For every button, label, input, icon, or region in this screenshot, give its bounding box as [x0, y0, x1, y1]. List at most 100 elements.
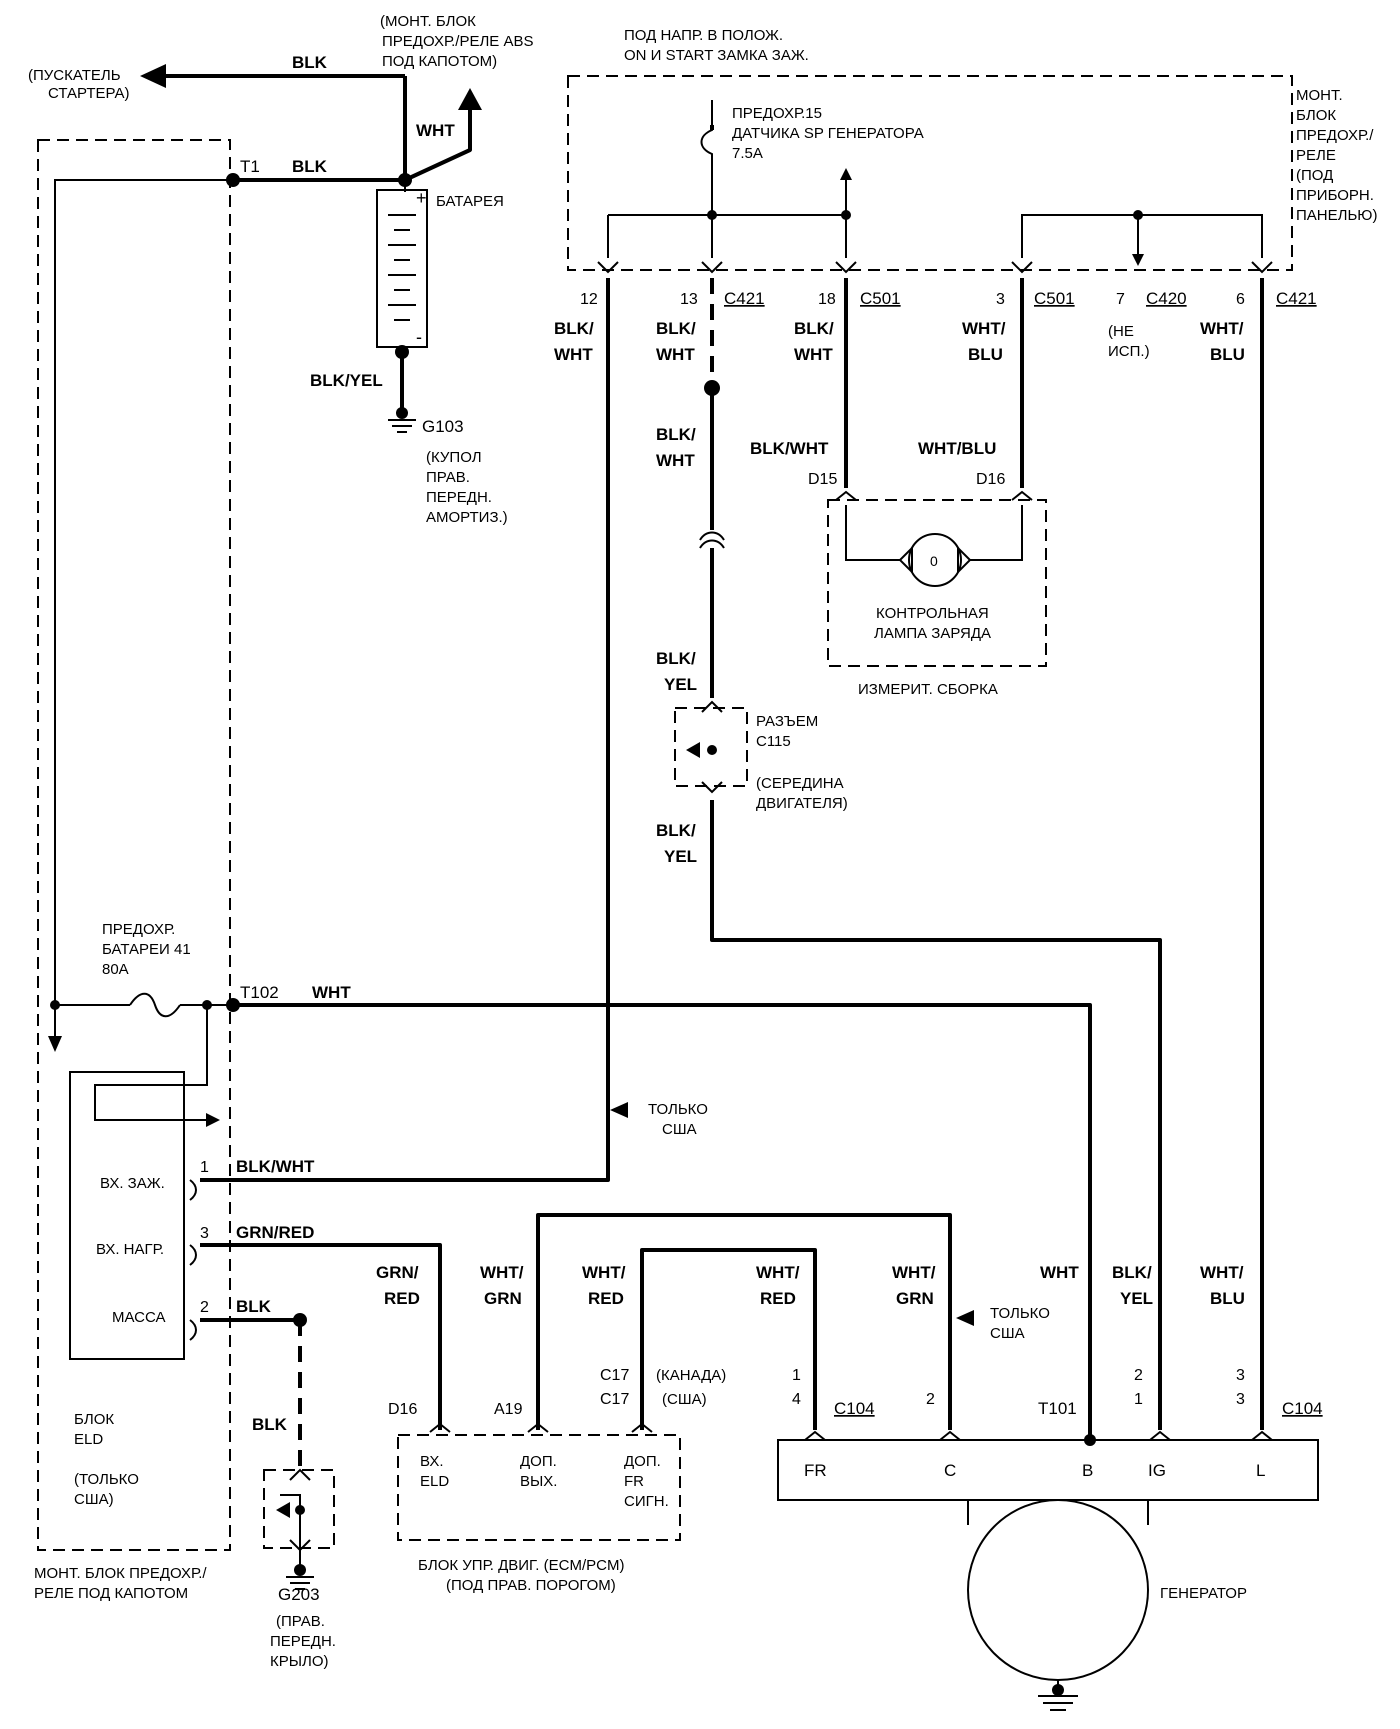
- wire-blk-yel-c: BLK/: [656, 821, 696, 840]
- charge-lamp-label-2: ЛАМПА ЗАРЯДА: [874, 625, 991, 642]
- left-arrow-icon: [956, 1310, 974, 1326]
- pin-13: 13: [680, 291, 698, 308]
- connector-c421-a: C421: [724, 289, 765, 308]
- lamp-left-lead: [845, 505, 900, 561]
- wire-wht-up: WHT: [416, 121, 455, 140]
- not-used-1: (НЕ: [1108, 323, 1134, 340]
- pin-18: 18: [818, 291, 836, 308]
- connector-c17-b: C17: [600, 1391, 629, 1408]
- alt-terminal-l: L: [1256, 1461, 1265, 1480]
- t101-label: T101: [1038, 1399, 1077, 1418]
- wire-wht-t102: WHT: [312, 983, 351, 1002]
- wire-13-mid-b: WHT: [656, 451, 695, 470]
- left-arrow-icon: [686, 742, 700, 758]
- g103-loc-1: (КУПОЛ: [426, 449, 482, 466]
- g103-loc-3: ПЕРЕДН.: [426, 489, 492, 506]
- fuse15-label-3: 7.5A: [732, 145, 763, 162]
- fuse41-label-1: ПРЕДОХР.: [102, 921, 175, 938]
- pin-12: 12: [580, 291, 598, 308]
- ign-feed-label-1: ПОД НАПР. В ПОЛОЖ.: [624, 27, 783, 44]
- ground-dot: [294, 1564, 306, 1576]
- eld-block-label-3: (ТОЛЬКО: [74, 1471, 139, 1488]
- wire-13-mid-a: BLK/: [656, 425, 696, 444]
- wire-blk-wht-gauge: BLK/WHT: [750, 439, 829, 458]
- ecm-name-1: БЛОК УПР. ДВИГ. (ECM/PCM): [418, 1557, 624, 1574]
- eld-input-load: ВХ. НАГР.: [96, 1241, 164, 1258]
- left-arrow-icon: [610, 1102, 628, 1118]
- connector-d16: D16: [976, 471, 1005, 488]
- connector-d15: D15: [808, 471, 837, 488]
- wht-grn-wire: [536, 1213, 952, 1430]
- wire-grn-red-b: RED: [384, 1289, 420, 1308]
- inline-connector: [699, 531, 725, 549]
- c115-label-2: C115: [756, 733, 791, 750]
- dash-box-label-5: (ПОД: [1296, 167, 1333, 184]
- up-arrow-icon: [840, 168, 852, 180]
- c104-pin-1: 1: [792, 1367, 801, 1384]
- alt-terminal-fr: FR: [804, 1461, 827, 1480]
- alternator-ground-icon: [1038, 1695, 1078, 1711]
- wire-12-a: BLK/: [554, 319, 594, 338]
- wire-wht-red-b: RED: [588, 1289, 624, 1308]
- connector-c17-a: C17: [600, 1367, 629, 1384]
- wire-wht-red-a: WHT/: [582, 1263, 626, 1282]
- dash-box-label-3: ПРЕДОХР./: [1296, 127, 1374, 144]
- fuse41-symbol: [129, 992, 181, 1018]
- wht-red-wire: [640, 1248, 817, 1430]
- wire-blk-yel-a: BLK/: [656, 649, 696, 668]
- dash-box-label-7: ПАНЕЛЬЮ): [1296, 207, 1377, 224]
- minus-icon: -: [416, 327, 422, 347]
- gauge-assembly-box: [827, 499, 1047, 667]
- wire-13-b: WHT: [656, 345, 695, 364]
- junction-dot: [841, 210, 851, 220]
- connector-ids: C421 C501 C501 C420 C421 C104 C104 D15 D…: [388, 289, 1323, 1418]
- left-arrow-icon: [276, 1502, 290, 1518]
- eld-block-label-2: ELD: [74, 1431, 103, 1448]
- usa-only-1b: США: [662, 1121, 697, 1138]
- usa-only-2a: ТОЛЬКО: [990, 1305, 1050, 1322]
- eld-internal-wire: [94, 1005, 210, 1121]
- alt-terminal-b: B: [1082, 1461, 1093, 1480]
- alternator-label: ГЕНЕРАТОР: [1160, 1585, 1247, 1602]
- alt-terminal-c: C: [944, 1461, 956, 1480]
- wire-wht-red-d: RED: [760, 1289, 796, 1308]
- junction-dot: [398, 173, 412, 187]
- ign-feed-label-2: ON И START ЗАМКА ЗАЖ.: [624, 47, 809, 64]
- abs-box-label-1: (МОНТ. БЛОК: [380, 13, 476, 30]
- wire-blk-yel-alt-a: BLK/: [1112, 1263, 1152, 1282]
- wire-wht-blu-alt-b: BLU: [1210, 1289, 1245, 1308]
- wht-up-wire: [404, 100, 472, 182]
- connector-d16-ecm: D16: [388, 1401, 417, 1418]
- pin-3: 3: [996, 291, 1005, 308]
- starter-arrow-icon: [140, 64, 166, 88]
- junction-dot: [295, 1505, 305, 1515]
- wire-wht-red-c: WHT/: [756, 1263, 800, 1282]
- blk-wht-ign-wire: [200, 278, 610, 1182]
- gauge-label: ИЗМЕРИТ. СБОРКА: [858, 681, 998, 698]
- dash-box-label-1: МОНТ.: [1296, 87, 1343, 104]
- wire-eld-ground: BLK: [236, 1297, 272, 1316]
- wire-wht-blu-alt-a: WHT/: [1200, 1263, 1244, 1282]
- junction-dot: [707, 210, 717, 220]
- wire-6-a: WHT/: [1200, 319, 1244, 338]
- connector-c501-b: C501: [1034, 289, 1075, 308]
- junction-dot: [50, 1000, 60, 1010]
- c115-loc-2: ДВИГАТЕЛЯ): [756, 795, 848, 812]
- underhood-box-label-2: РЕЛЕ ПОД КАПОТОМ: [34, 1585, 188, 1602]
- dash-box-label-4: РЕЛЕ: [1296, 147, 1336, 164]
- eld-terminals: [189, 1179, 197, 1341]
- alt-terminal-ig: IG: [1148, 1461, 1166, 1480]
- ecm-pin-aux-2: ВЫХ.: [520, 1473, 557, 1490]
- boxes: [37, 75, 1319, 1551]
- wire-18-b: WHT: [794, 345, 833, 364]
- underhood-fuse-box: [37, 139, 231, 1551]
- dash-bus-right: [1021, 214, 1263, 258]
- ground-symbols: [286, 407, 1078, 1711]
- fuse15-symbol: [700, 100, 713, 215]
- wire-blk-t1: BLK: [292, 157, 328, 176]
- ecm-terminals: [429, 1422, 653, 1433]
- junction-dot: [395, 345, 409, 359]
- usa-only-1a: ТОЛЬКО: [648, 1101, 708, 1118]
- c104-pin-4: 4: [792, 1391, 801, 1408]
- battery-body: [376, 189, 428, 348]
